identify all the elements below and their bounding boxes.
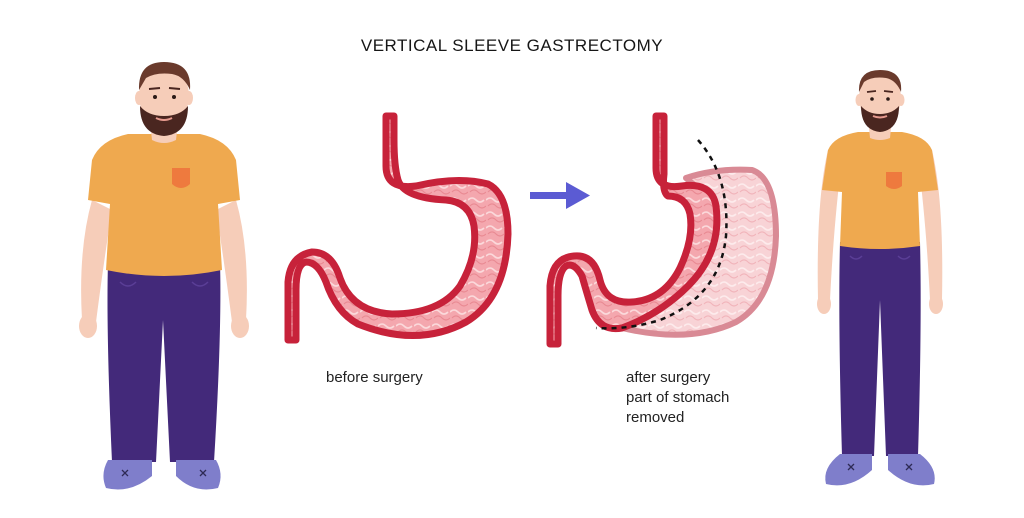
after-caption-line-2: part of stomach (626, 389, 730, 406)
stomach-before-illustration (284, 112, 512, 344)
after-caption-line-3: removed (626, 409, 685, 426)
man-before-illustration (79, 62, 249, 490)
stomach-after-illustration (546, 112, 779, 348)
man-after-illustration (817, 70, 943, 486)
cut-line (595, 139, 728, 330)
after-surgery-caption: after surgery part of stomach removed (626, 368, 729, 428)
arrow-right-icon (530, 182, 590, 209)
before-surgery-caption: before surgery (326, 369, 423, 386)
after-caption-line-1: after surgery (626, 369, 711, 386)
page-title: VERTICAL SLEEVE GASTRECTOMY (360, 36, 664, 55)
